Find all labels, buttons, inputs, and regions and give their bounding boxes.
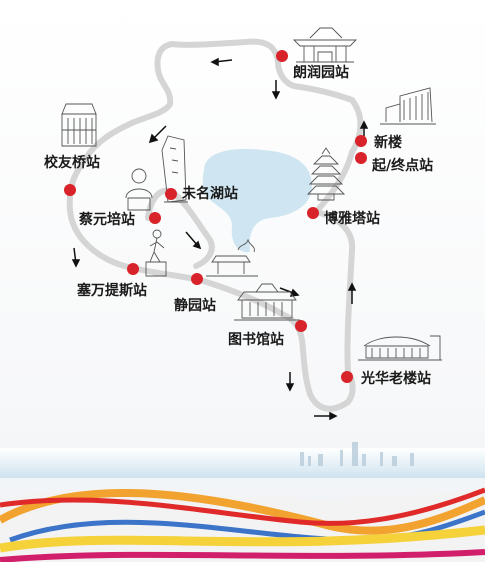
station-dot-tushuguan[interactable]	[295, 320, 307, 332]
station-label-boyata: 博雅塔站	[324, 210, 380, 227]
decorative-swoosh	[0, 487, 485, 562]
station-label-guanghualaolou: 光华老楼站	[360, 370, 431, 387]
station-dot-saiwantisi[interactable]	[127, 263, 139, 275]
station-dot-guanghualaolou[interactable]	[341, 371, 353, 383]
station-label-langrunyuan: 朗润园站	[293, 64, 349, 81]
station-label-xiaoyouqiao: 校友桥站	[44, 154, 100, 171]
arrow-icon	[71, 247, 81, 268]
arrow-icon	[359, 120, 369, 138]
modern-building-icon	[380, 87, 436, 125]
arrow-icon	[314, 411, 338, 421]
arrow-icon	[148, 125, 167, 144]
library-icon	[234, 283, 300, 321]
pagoda-icon	[306, 147, 346, 201]
arrow-icon	[285, 372, 295, 392]
station-dot-boyata[interactable]	[307, 207, 319, 219]
station-label-xinlou: 新楼	[374, 134, 402, 151]
pavilion-icon	[206, 238, 258, 277]
statue-bust-icon	[125, 168, 153, 211]
arrow-icon	[185, 231, 202, 250]
station-label-tushuguan: 图书馆站	[228, 331, 284, 348]
skyline-icon	[0, 442, 485, 478]
station-label-weiminghu: 未名湖站	[182, 185, 238, 202]
weiming-lake	[202, 148, 312, 253]
station-labels: 朗润园站 新楼 起/终点站 校友桥站 未名湖站 蔡元培站 博雅塔站 塞万提斯站 …	[44, 64, 433, 387]
station-label-jingyuan: 静园站	[174, 297, 216, 314]
station-dot-xiaoyouqiao[interactable]	[64, 184, 76, 196]
station-label-qizhongdian: 起/终点站	[371, 157, 433, 174]
statue-figure-icon	[145, 229, 167, 277]
station-label-caiyuanpei: 蔡元培站	[78, 211, 135, 228]
direction-arrows	[71, 57, 369, 421]
arrow-icon	[347, 282, 357, 304]
guanghua-building-icon	[358, 335, 442, 361]
gate-building-icon	[292, 27, 358, 63]
arrow-icon	[279, 287, 300, 297]
station-dot-jingyuan[interactable]	[191, 273, 203, 285]
old-building-icon	[61, 103, 97, 147]
station-dot-xinlou[interactable]	[355, 135, 367, 147]
station-label-saiwantisi: 塞万提斯站	[77, 282, 147, 299]
arrow-icon	[210, 57, 233, 67]
station-stops	[64, 50, 367, 383]
station-dot-qizhongdian[interactable]	[355, 152, 367, 164]
station-dot-caiyuanpei[interactable]	[149, 212, 161, 224]
station-dot-langrunyuan[interactable]	[276, 50, 288, 62]
arrow-icon	[271, 80, 281, 100]
station-dot-weiminghu[interactable]	[165, 188, 177, 200]
